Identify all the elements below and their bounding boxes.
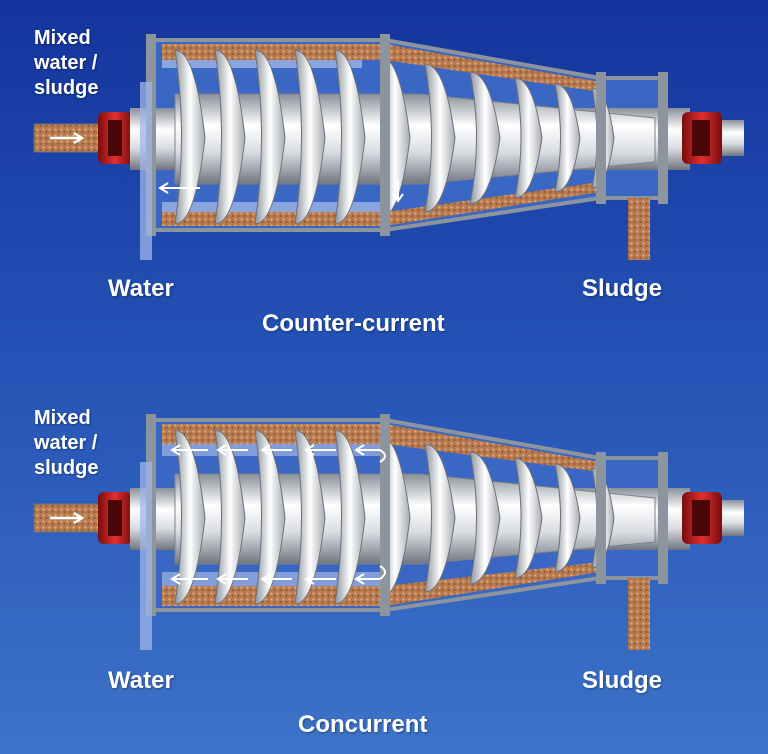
u-turn-arrow-icon (354, 444, 386, 463)
feed-label-line-2: water / (34, 432, 98, 454)
left-arrow-icon (260, 444, 292, 456)
sludge-layer-bottom (162, 182, 600, 226)
left-bearing-housing (98, 492, 132, 544)
sludge-layer-top (162, 44, 600, 92)
left-arrow-icon (216, 573, 248, 585)
feed-label: Mixed water / sludge (34, 406, 98, 481)
water-discharge-stream (140, 462, 152, 650)
feed-arrow-icon (50, 511, 85, 525)
flange-mid (380, 34, 390, 236)
left-bearing-housing (98, 112, 132, 164)
feed-label-line-1: Mixed (34, 407, 91, 429)
sludge-outlet-label: Sludge (582, 275, 663, 302)
feed-label: Mixed water / sludge (34, 26, 98, 101)
decanter-diagram-concurrent (0, 400, 768, 660)
feed-label-line-3: sludge (34, 457, 99, 479)
feed-label-line-1: Mixed (34, 27, 91, 49)
flange-mid (380, 414, 390, 616)
feed-label-line-3: sludge (34, 77, 99, 99)
sludge-outlet-label: Sludge (582, 667, 663, 694)
flow-arrows (170, 444, 386, 585)
diagram-title: Concurrent (298, 711, 428, 738)
sludge-discharge-stream (628, 578, 650, 650)
left-arrow-icon (216, 444, 248, 456)
feed-arrow-icon (50, 131, 85, 145)
sludge-layer-bottom (162, 562, 600, 606)
left-arrow-icon (304, 444, 336, 456)
decanter-centrifuge-illustration (33, 414, 744, 650)
water-discharge-stream (140, 82, 152, 260)
flange-right (596, 72, 606, 204)
sludge-layer-top (162, 424, 600, 472)
u-turn-arrow-icon (354, 565, 386, 585)
left-arrow-icon (158, 182, 200, 194)
feed-label-line-2: water / (34, 52, 98, 74)
water-outlet-label: Water (108, 275, 174, 302)
left-arrow-icon (260, 573, 292, 585)
left-arrow-icon (170, 573, 208, 585)
diagram-title: Counter-current (262, 310, 445, 337)
right-drive-motor (682, 112, 744, 164)
left-arrow-icon (170, 444, 208, 456)
left-arrow-icon (304, 573, 336, 585)
flange-right (596, 452, 606, 584)
sludge-discharge-stream (628, 198, 650, 260)
decanter-centrifuge-illustration (33, 34, 744, 260)
down-arrow-icon (392, 180, 404, 203)
right-drive-motor (682, 492, 744, 544)
decanter-diagram-counter-current (0, 20, 768, 280)
water-outlet-label: Water (108, 667, 174, 694)
